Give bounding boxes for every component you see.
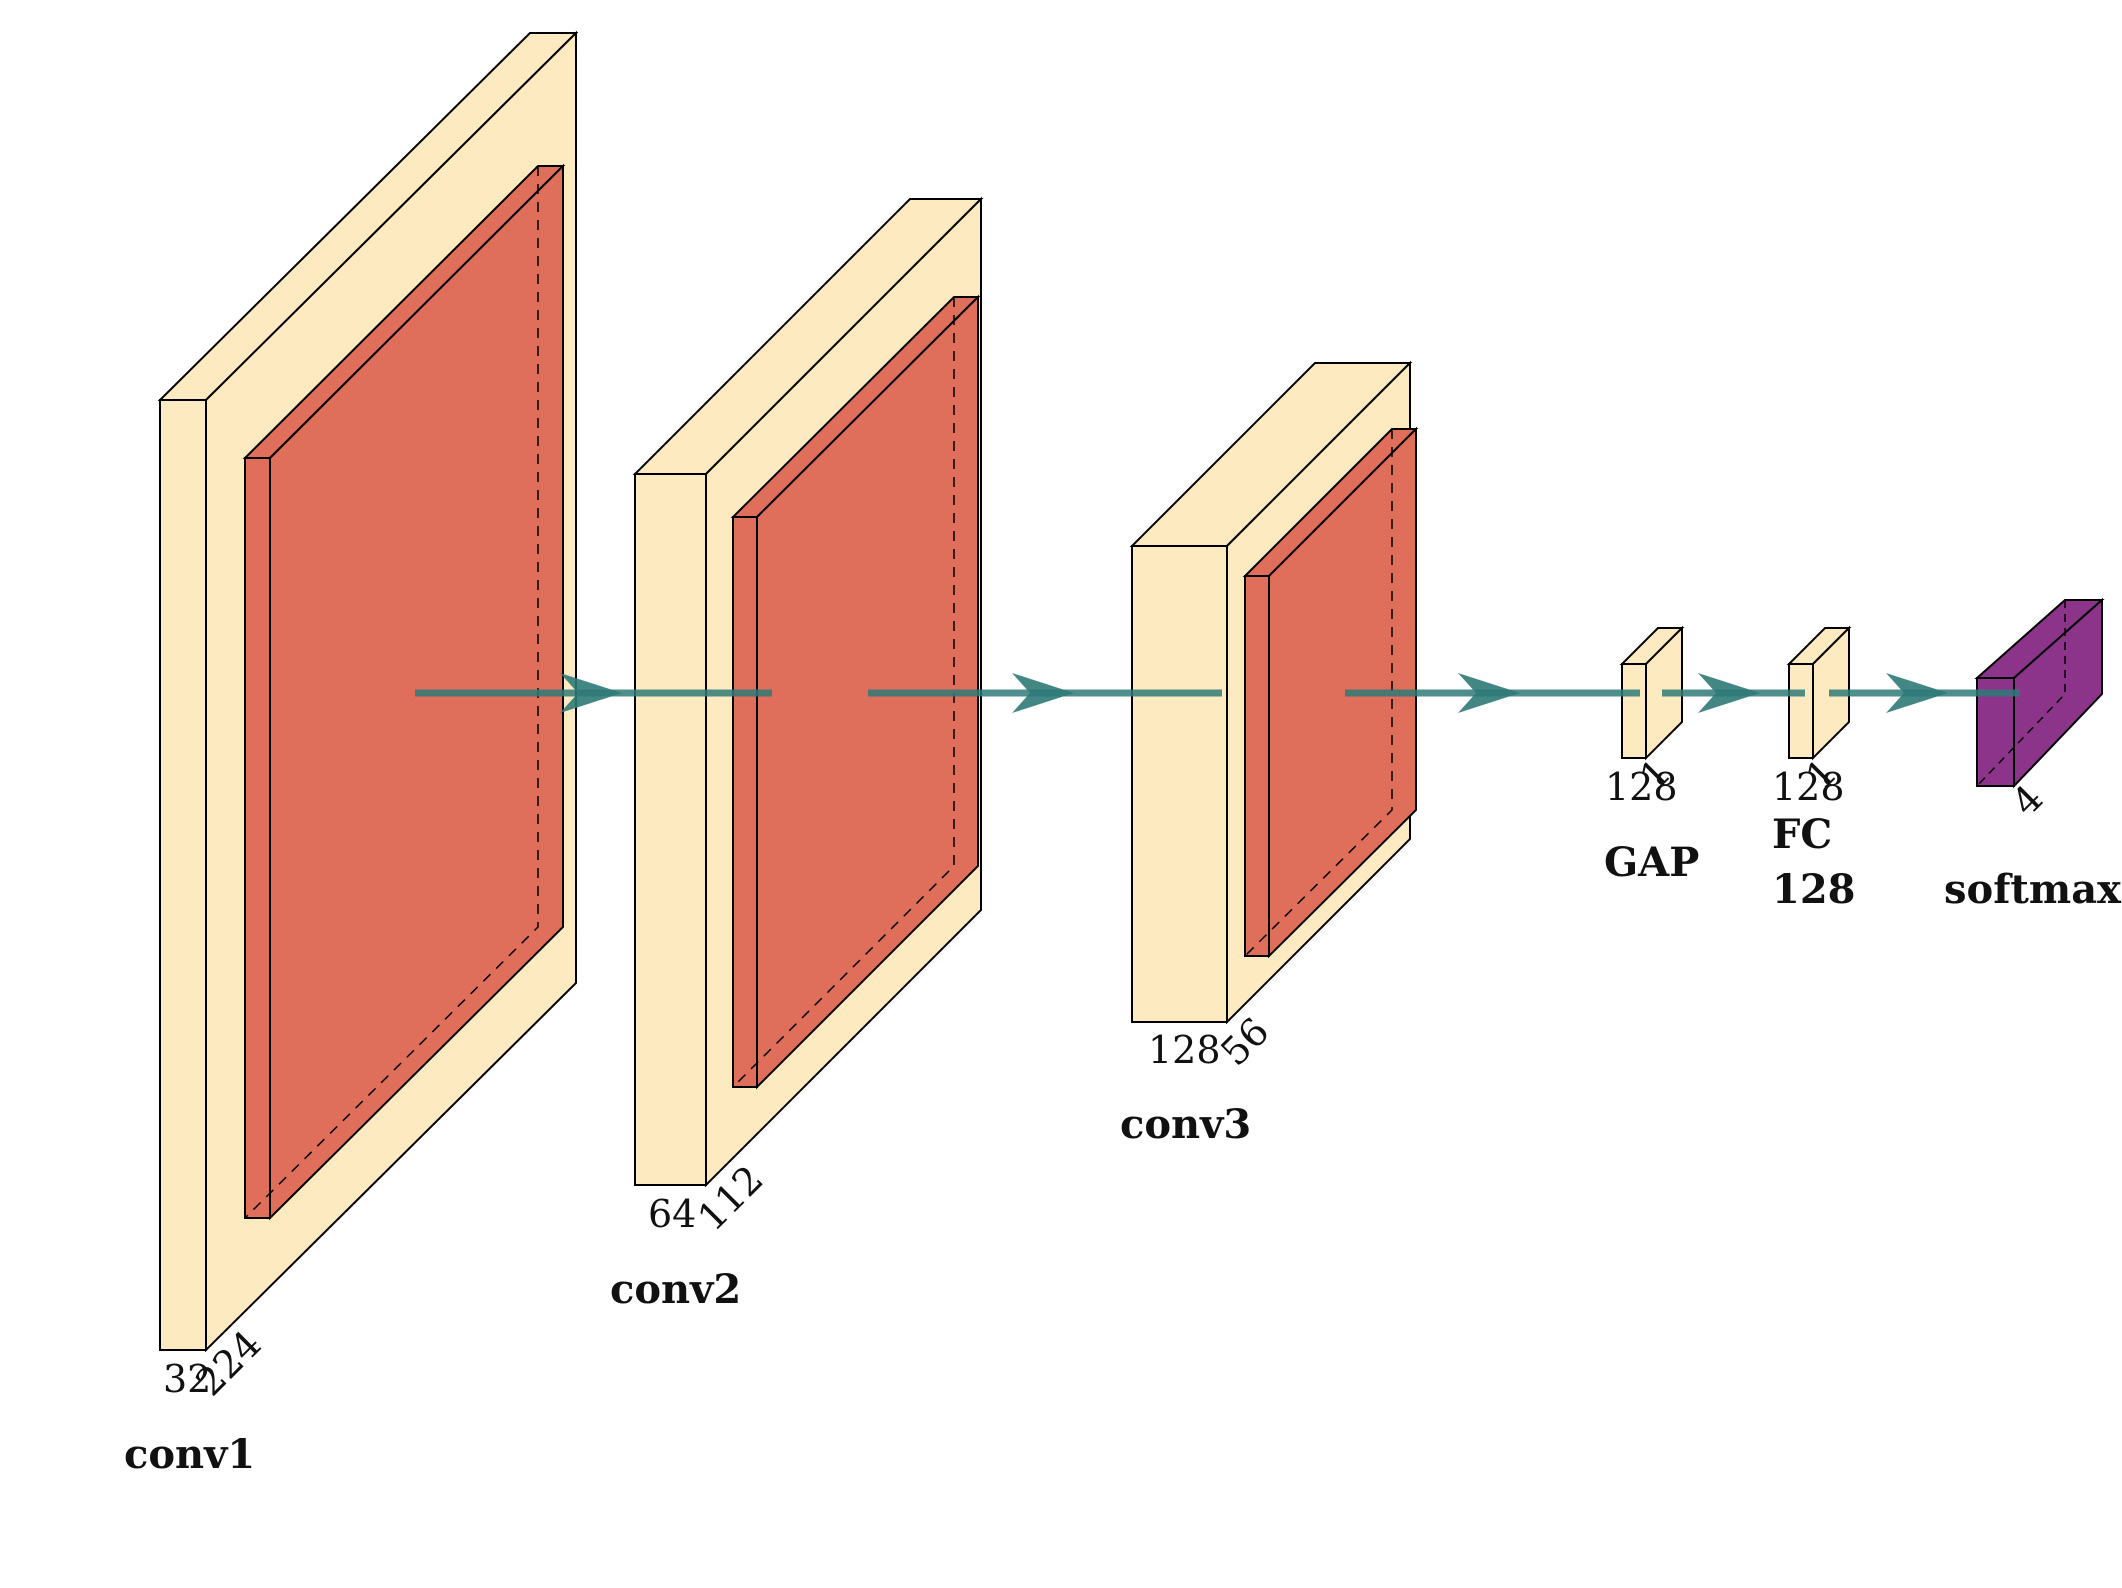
layer-gap: 128 1 GAP (1604, 625, 1699, 886)
conv1-name-label: conv1 (124, 1431, 255, 1478)
softmax-output-block (1974, 597, 2105, 789)
conv3-channels-label: 128 (1148, 1028, 1221, 1072)
arrowhead-fc-softmax (1886, 673, 1948, 713)
conv3-activation-block (1242, 426, 1419, 959)
conv2-channels-label: 64 (648, 1192, 696, 1236)
fc-name-label: FC (1772, 811, 1832, 858)
arrowheads (560, 673, 1948, 713)
conv1-channels-label: 32 (163, 1357, 211, 1401)
fc-name-label-line2: 128 (1772, 866, 1856, 913)
layer-conv3: 128 56 conv3 (1120, 360, 1419, 1148)
fc-channels-label: 128 (1772, 765, 1845, 809)
gap-name-label: GAP (1604, 839, 1699, 886)
layer-conv2: 64 112 conv2 (610, 196, 984, 1313)
arrowhead-conv1-conv2 (560, 673, 622, 713)
arrowhead-conv3-gap (1458, 673, 1520, 713)
layer-conv1: 32 224 conv1 (124, 30, 579, 1478)
softmax-name-label: softmax (1944, 866, 2122, 913)
arrowhead-gap-fc (1698, 673, 1760, 713)
conv2-name-label: conv2 (610, 1266, 741, 1313)
conv2-activation-block (730, 294, 981, 1090)
layer-fc: 128 1 FC 128 (1772, 625, 1856, 913)
arrowhead-conv2-conv3 (1012, 673, 1074, 713)
conv3-name-label: conv3 (1120, 1101, 1251, 1148)
gap-channels-label: 128 (1605, 765, 1678, 809)
layer-softmax: 4 softmax (1944, 597, 2122, 913)
